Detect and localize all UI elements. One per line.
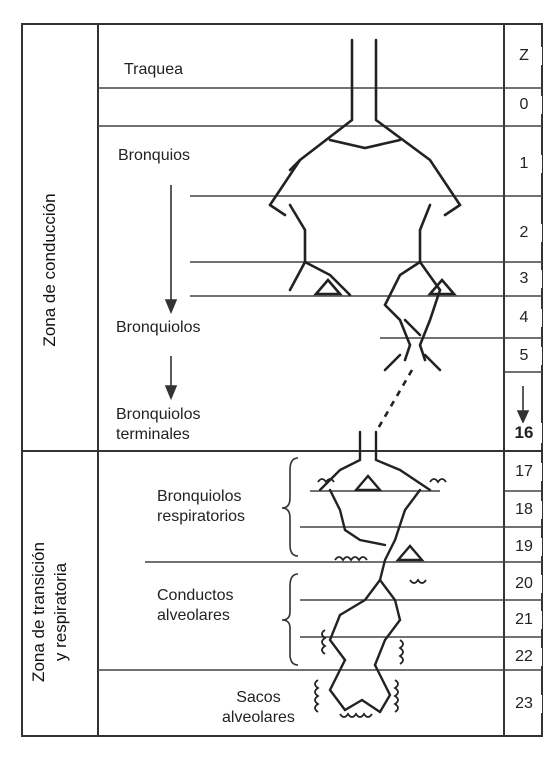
generation-3: 3 bbox=[506, 270, 542, 288]
generation-20: 20 bbox=[506, 575, 542, 593]
label-bronquiolos-terminales: Bronquiolos terminales bbox=[116, 405, 201, 445]
label-sacos-line1: Sacos bbox=[236, 689, 280, 706]
generation-19: 19 bbox=[506, 538, 542, 556]
generation-21: 21 bbox=[506, 611, 542, 629]
label-conductos-line1: Conductos bbox=[157, 587, 234, 604]
zone-conduction-label: Zona de conducción bbox=[40, 150, 60, 390]
label-bronquiolos-resp-line1: Bronquiolos bbox=[157, 488, 242, 505]
label-bronquiolos: Bronquiolos bbox=[116, 318, 201, 338]
generation-4: 4 bbox=[506, 309, 542, 327]
label-bronquiolos-terminales-line1: Bronquiolos bbox=[116, 406, 201, 423]
generation-5: 5 bbox=[506, 347, 542, 365]
generation-2: 2 bbox=[506, 224, 542, 242]
generation-1: 1 bbox=[506, 155, 542, 173]
outer-frame bbox=[22, 24, 542, 736]
label-conductos-alveolares: Conductos alveolares bbox=[157, 586, 234, 626]
label-conductos-line2: alveolares bbox=[157, 607, 230, 624]
label-traquea: Traquea bbox=[124, 60, 183, 80]
label-bronquios: Bronquios bbox=[118, 146, 190, 166]
label-sacos-line2: alveolares bbox=[222, 709, 295, 726]
zone-transition-line2: y respiratoria bbox=[51, 563, 70, 661]
label-sacos-alveolares: Sacos alveolares bbox=[222, 688, 295, 728]
generation-0: 0 bbox=[506, 96, 542, 114]
dashed-airway bbox=[376, 370, 412, 432]
label-bronquiolos-resp-line2: respiratorios bbox=[157, 508, 245, 525]
bronchial-tree bbox=[270, 40, 460, 370]
progression-arrows bbox=[166, 185, 528, 422]
generation-rows bbox=[98, 88, 542, 670]
generation-16: 16 bbox=[506, 423, 542, 443]
label-bronquiolos-terminales-line2: terminales bbox=[116, 426, 190, 443]
zone-transition-line1: Zona de transición bbox=[29, 542, 48, 682]
generation-22: 22 bbox=[506, 648, 542, 666]
zone-transition-label: Zona de transición y respiratoria bbox=[28, 492, 72, 732]
label-bronquiolos-respiratorios: Bronquiolos respiratorios bbox=[157, 487, 245, 527]
generation-18: 18 bbox=[506, 501, 542, 519]
generation-17: 17 bbox=[506, 463, 542, 481]
generation-23: 23 bbox=[506, 695, 542, 713]
generation-header: Z bbox=[506, 47, 542, 65]
